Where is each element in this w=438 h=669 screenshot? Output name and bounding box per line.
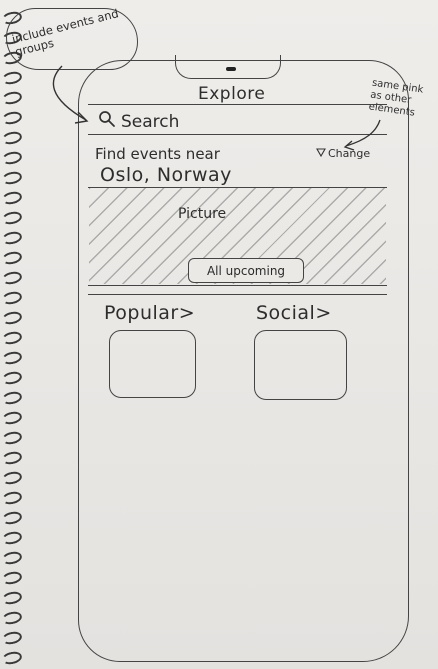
location-prompt: Find events near [95, 145, 220, 163]
divider [88, 134, 387, 135]
page-title: Explore [198, 84, 266, 104]
hero-picture-label: Picture [178, 206, 227, 222]
change-label: Change [328, 147, 371, 160]
all-upcoming-button[interactable]: All upcoming [188, 258, 304, 283]
popular-section-link[interactable]: Popular> [104, 302, 196, 324]
social-card[interactable] [254, 330, 347, 400]
search-label: Search [121, 111, 180, 132]
social-section-link[interactable]: Social> [256, 302, 332, 324]
popular-card[interactable] [109, 330, 196, 398]
change-location-link[interactable]: Change [316, 147, 370, 160]
location-pin-icon [316, 147, 326, 160]
location-city: Oslo, Norway [100, 164, 232, 186]
divider [88, 187, 387, 188]
phone-speaker [226, 67, 236, 71]
search-bar[interactable]: Search [98, 110, 179, 133]
search-icon [98, 110, 116, 133]
divider [88, 294, 387, 295]
divider [88, 285, 387, 286]
annotation-cloud [6, 8, 138, 70]
phone-frame [78, 60, 409, 662]
divider [88, 104, 387, 105]
